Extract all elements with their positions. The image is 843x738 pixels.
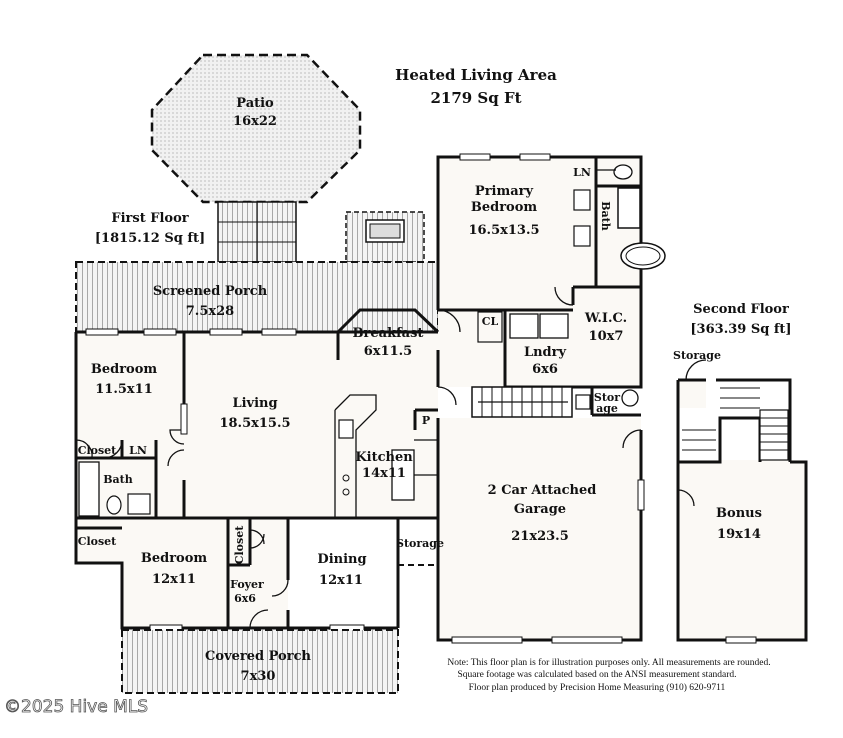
covered-porch-area [121, 629, 399, 694]
water-heater [621, 389, 639, 407]
screened-porch-area [75, 261, 439, 333]
garage-storage-label-1: Stor [594, 391, 620, 404]
garage-door-left [451, 636, 523, 644]
garage-dims: 21x23.5 [511, 529, 569, 544]
bath1-label: Bath [103, 473, 133, 486]
screened-porch-name: Screened Porch [153, 284, 268, 299]
tub-bath1 [78, 461, 100, 517]
garage-name-2: Garage [514, 502, 566, 517]
plan-total-area: 2179 Sq Ft [430, 89, 521, 107]
bonus-dims: 19x14 [717, 527, 761, 542]
bedroom1-name: Bedroom [91, 362, 158, 377]
patio-dims: 16x22 [233, 114, 277, 129]
kitchen-dims: 14x11 [362, 466, 406, 481]
primary-ln-label: LN [573, 166, 591, 179]
wic-dims: 10x7 [589, 329, 624, 344]
garage-name-1: 2 Car Attached [488, 483, 597, 498]
note-line-2: Square footage was calculated based on t… [457, 669, 736, 680]
covered-porch-name: Covered Porch [205, 649, 311, 664]
breakfast-name: Breakfast [353, 326, 424, 341]
screened-porch-dims: 7.5x28 [186, 304, 234, 319]
primary-bedroom-dims: 16.5x13.5 [468, 223, 539, 238]
washer [509, 313, 539, 339]
dining-dims: 12x11 [319, 573, 363, 588]
kitchen-name: Kitchen [355, 450, 413, 465]
garage-storage-label-2: age [596, 402, 618, 415]
breakfast-dims: 6x11.5 [364, 344, 412, 359]
first-floor-label: First Floor [111, 211, 188, 226]
first-floor-area: [1815.12 Sq ft] [95, 231, 205, 246]
garage-door-right [551, 636, 623, 644]
closet3-label: Closet [233, 525, 246, 564]
toilet-primary [613, 164, 633, 180]
note-line-1: Note: This floor plan is for illustratio… [447, 657, 770, 668]
bedroom2-name: Bedroom [141, 551, 208, 566]
second-floor-label: Second Floor [693, 302, 789, 317]
watermark: ©2025 Hive MLS [4, 697, 148, 717]
ln1-label: LN [129, 444, 147, 457]
closet1-label: Closet [78, 444, 117, 457]
toilet-bath1 [106, 495, 122, 515]
pantry-label: P [422, 414, 430, 427]
primary-bath-label: Bath [599, 201, 612, 231]
plan-title: Heated Living Area [395, 66, 557, 84]
bonus-name: Bonus [716, 506, 762, 521]
foyer-name: Foyer [230, 578, 264, 591]
storage-upper-label: Storage [673, 349, 721, 362]
note-line-3: Floor plan produced by Precision Home Me… [469, 682, 726, 693]
closet2-label: Closet [78, 535, 117, 548]
patio-name: Patio [236, 96, 274, 111]
dryer [539, 313, 569, 339]
laundry-name: Lndry [524, 345, 567, 360]
bedroom1-dims: 11.5x11 [95, 382, 153, 397]
storage-garage-label: Storage [396, 537, 444, 550]
living-name: Living [232, 396, 277, 411]
foyer-dims: 6x6 [234, 592, 256, 605]
cl-label: CL [482, 315, 499, 328]
laundry-dims: 6x6 [532, 362, 558, 377]
wic-name: W.I.C. [584, 311, 627, 326]
covered-porch-dims: 7x30 [241, 669, 276, 684]
living-dims: 18.5x15.5 [219, 416, 290, 431]
second-floor-area: [363.39 Sq ft] [690, 322, 791, 337]
primary-bedroom-name-1: Primary [475, 184, 534, 199]
shower [617, 187, 641, 229]
bedroom2-dims: 12x11 [152, 572, 196, 587]
dining-name: Dining [317, 552, 366, 567]
primary-bedroom-name-2: Bedroom [471, 200, 538, 215]
patio-area [150, 53, 362, 204]
